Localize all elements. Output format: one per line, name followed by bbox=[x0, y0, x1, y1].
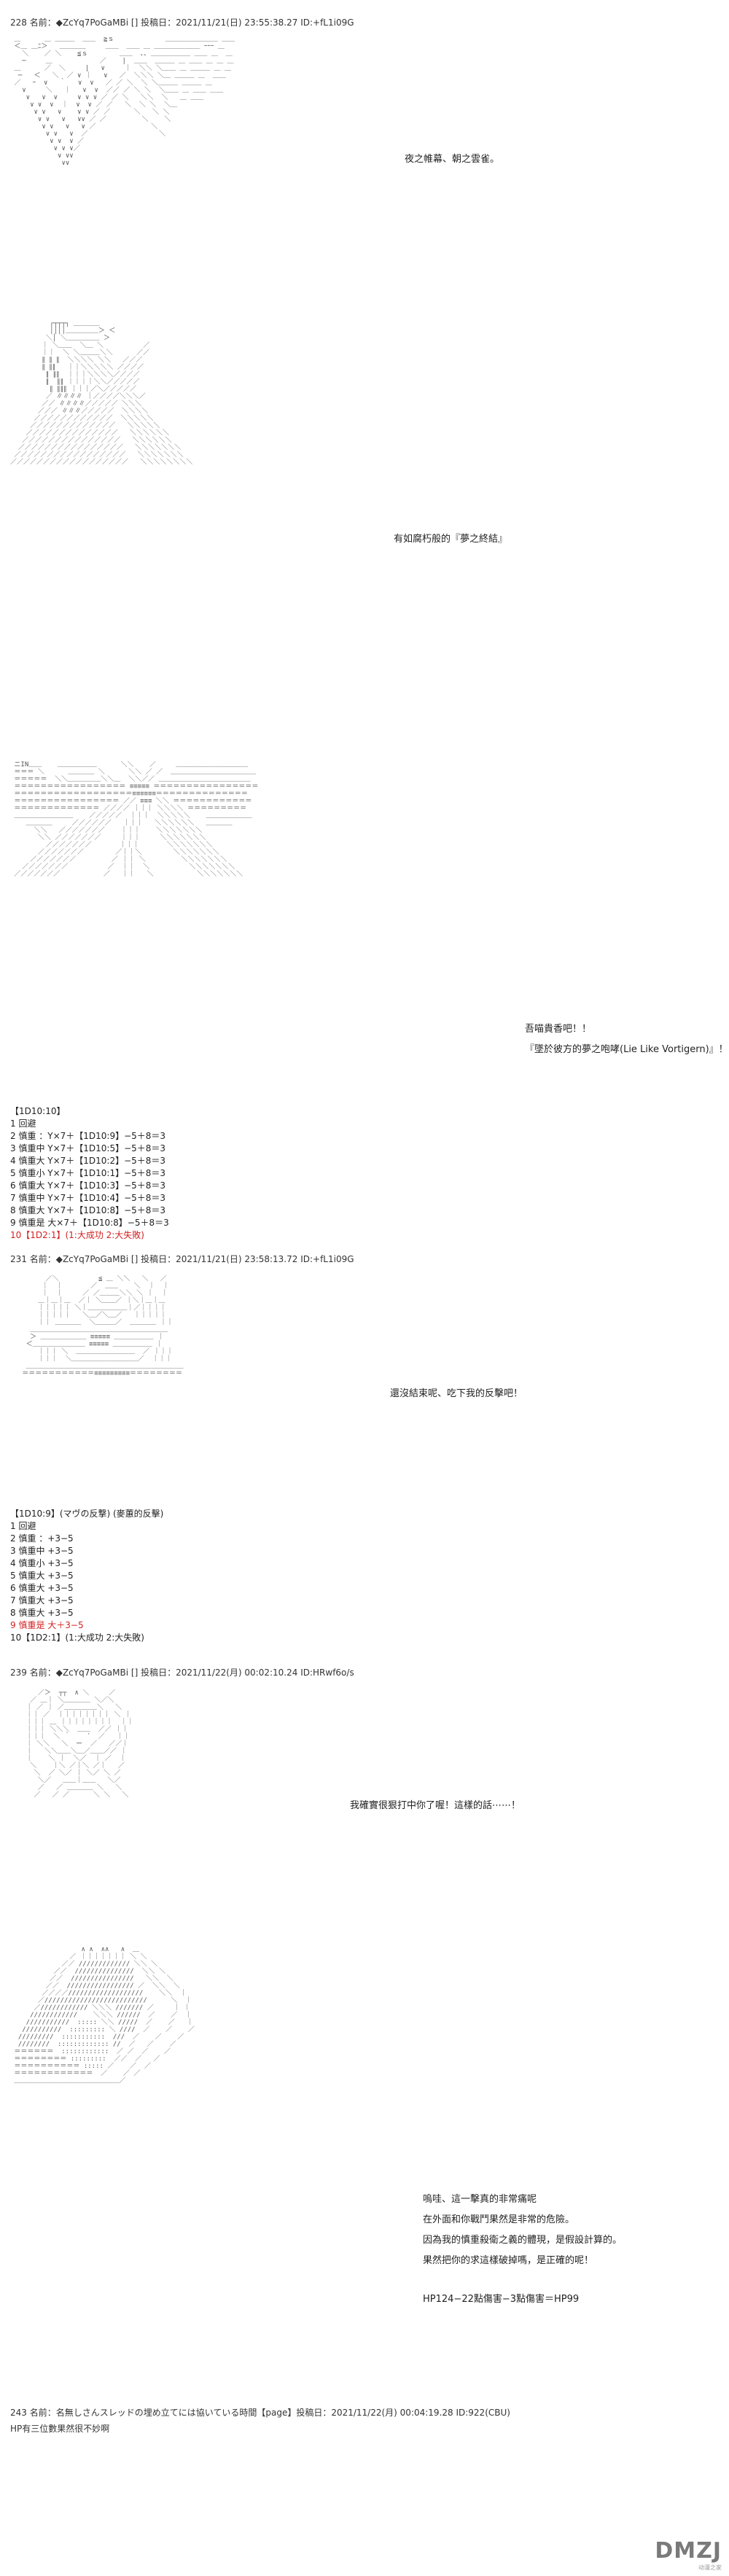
dice-result-block: 【1D10:10】 1 回避 2 慎重 ：Y×7＋【1D10:9】−5＋8＝3 … bbox=[10, 1105, 169, 1242]
dice-line: 7 慎重中 Y×7＋【1D10:4】−5＋8＝3 bbox=[10, 1193, 166, 1203]
dialogue-line: 果然把你的求這樣破掉嗎，是正確的呢！ bbox=[423, 2255, 594, 2266]
ascii-art-character-b: ∧ ∧ ∧∧ ∧ ＿ ／ ｜｜｜｜｜｜｜ ＼ ＼ ／／ ////////////… bbox=[14, 1946, 195, 2085]
dice-line: 6 慎重大 Y×7＋【1D10:3】−5＋8＝3 bbox=[10, 1180, 166, 1191]
dice-line: 2 慎重 ：+3−5 bbox=[10, 1533, 74, 1544]
dialogue-line: 我確實很狠打中你了喔！這樣的話⋯⋯！ bbox=[350, 1800, 521, 1811]
dice-line-highlight: 10【1D2:1】(1:大成功 2:大失敗) bbox=[10, 1230, 144, 1240]
watermark-logo: DMZJ bbox=[655, 2538, 722, 2564]
dice-line: 5 慎重大 +3−5 bbox=[10, 1571, 74, 1581]
ascii-art-roar: ニIN＿＿ ＿＿＿＿＿＿ ＼＼ ／ ＿＿＿＿＿＿＿＿＿＿＿ ＝＝＝ ＼ ＿＿＿＿… bbox=[14, 761, 259, 878]
dialogue-line: 有如腐朽般的『夢之終結』 bbox=[394, 534, 508, 545]
dice-line: 10【1D2:1】(1:大成功 2:大失敗) bbox=[10, 1633, 144, 1643]
dialogue-line: 因為我的慎重殺衛之義的體現，是假設計算的。 bbox=[423, 2235, 623, 2246]
dialogue-line: 夜之帷幕、朝之雲雀。 bbox=[405, 154, 500, 165]
dice-line: 8 慎重大 +3−5 bbox=[10, 1608, 74, 1618]
dice-line: 8 慎重大 Y×7＋【1D10:8】−5＋8＝3 bbox=[10, 1205, 166, 1215]
dice-line: 3 慎重中 Y×7＋【1D10:5】−5＋8＝3 bbox=[10, 1143, 166, 1153]
ascii-art-night-sky: ＿ ＿ ＿＿＿ ＿＿ ≧ｓ ＿＿＿＿＿＿＿＿ ＿＿ ＜＿ ＿ﾆ＞ ＿＿＿＿ ＿＿… bbox=[14, 36, 235, 167]
dice-title: 【1D10:10】 bbox=[10, 1106, 66, 1116]
dice-title: 【1D10:9】(マヴの反撃) (麥蕙的反擊) bbox=[10, 1509, 164, 1519]
dice-line: 4 慎重大 Y×7＋【1D10:2】−5＋8＝3 bbox=[10, 1156, 166, 1166]
ascii-art-counter: ／＼ ≦ ＿ ＼＼ ＼ ／ ｜ ｜ ／ ＿＿ ＼ ｜ ｜ ｜ ｜ ／ ／＿＿＿＼… bbox=[22, 1275, 184, 1377]
watermark-subtitle: 动漫之家 bbox=[698, 2564, 722, 2571]
post-header: 231 名前：◆ZcYq7PoGaMBi [] 投稿日：2021/11/21(日… bbox=[10, 1254, 354, 1264]
dice-line: 1 回避 bbox=[10, 1521, 36, 1531]
dice-line: 3 慎重中 +3−5 bbox=[10, 1546, 74, 1556]
dice-line: 1 回避 bbox=[10, 1118, 36, 1129]
post-header: 243 名前：名無しさんスレッドの埋め立てには協いている時間【page】投稿日：… bbox=[10, 2408, 510, 2418]
dialogue-line: 嗚哇、這一擊真的非常痛呢 bbox=[423, 2194, 537, 2205]
post-body: HP有三位數果然很不妙啊 bbox=[10, 2424, 110, 2434]
dice-result-block: 【1D10:9】(マヴの反撃) (麥蕙的反擊) 1 回避 2 慎重 ：+3−5 … bbox=[10, 1508, 163, 1644]
dice-line: 5 慎重小 Y×7＋【1D10:1】−5＋8＝3 bbox=[10, 1168, 166, 1178]
dice-line: 9 慎重是 大×7＋【1D10:8】−5＋8＝3 bbox=[10, 1218, 169, 1228]
dialogue-line: 吾喵貴香吧！！ bbox=[525, 1024, 592, 1035]
dialogue-line: HP124−22點傷害−3點傷害＝HP99 bbox=[423, 2294, 580, 2305]
watermark: DMZJ 动漫之家 bbox=[655, 2538, 722, 2572]
dice-line: 4 慎重小 +3−5 bbox=[10, 1558, 74, 1568]
post-header: 228 名前：◆ZcYq7PoGaMBi [] 投稿日：2021/11/21(日… bbox=[10, 17, 354, 28]
dialogue-line: 還沒結束呢、吃下我的反擊吧！ bbox=[390, 1388, 523, 1399]
dice-line: 2 慎重 ：Y×7＋【1D10:9】−5＋8＝3 bbox=[10, 1131, 166, 1141]
dice-line: 7 慎重大 +3−5 bbox=[10, 1595, 74, 1606]
dialogue-line: 『墜於彼方的夢之咆哮(Lie Like Vortigern)』！！ bbox=[525, 1044, 729, 1055]
dice-line-highlight: 9 慎重是 大＋3−5 bbox=[10, 1620, 84, 1630]
dice-line: 6 慎重大 +3−5 bbox=[10, 1583, 74, 1593]
ascii-art-character-a: ／＞ ┬┬ ∧ ＼ ／ ／ ＿｜ ＼＿＿＿＿ ＼／＼ ｜ ／ ｜ ／＿＿＿＿＿＼… bbox=[26, 1689, 134, 1799]
ascii-art-dream-end: ┌┬┬┬┐ ＿＿＿＿ ││││＿＿＿＿＿＞ ＜ ＼│ ＼＿＿＿＿＿ ＞ ｜ ＼＿… bbox=[10, 320, 193, 466]
post-header: 239 名前：◆ZcYq7PoGaMBi [] 投稿日：2021/11/22(月… bbox=[10, 1668, 354, 1678]
dialogue-line: 在外面和你戰鬥果然是非常的危險。 bbox=[423, 2214, 575, 2225]
